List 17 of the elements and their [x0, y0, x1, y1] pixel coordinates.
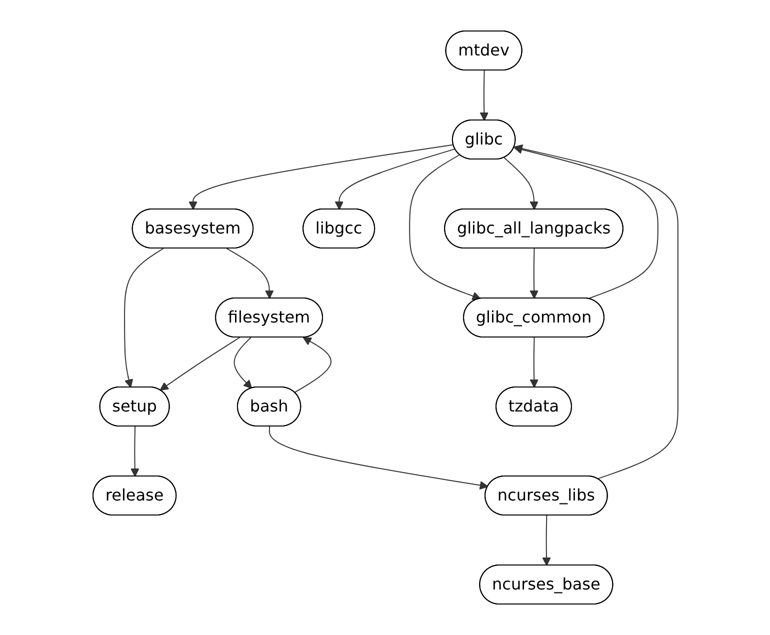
arrow: [226, 248, 274, 299]
arrow: [503, 157, 538, 210]
arrow: [408, 154, 480, 300]
arrow: [130, 426, 139, 477]
arrow: [542, 514, 550, 566]
arrow: [529, 337, 538, 388]
arrow: [124, 248, 164, 388]
arrow: [334, 148, 456, 210]
arrow: [294, 337, 332, 393]
arrow: [159, 337, 240, 391]
arrow: [513, 145, 658, 300]
arrow: [233, 337, 252, 389]
arrow: [268, 426, 488, 490]
arrow: [529, 248, 538, 299]
arrow: [188, 144, 454, 210]
arrow: [479, 70, 488, 121]
arrow: [514, 144, 678, 480]
